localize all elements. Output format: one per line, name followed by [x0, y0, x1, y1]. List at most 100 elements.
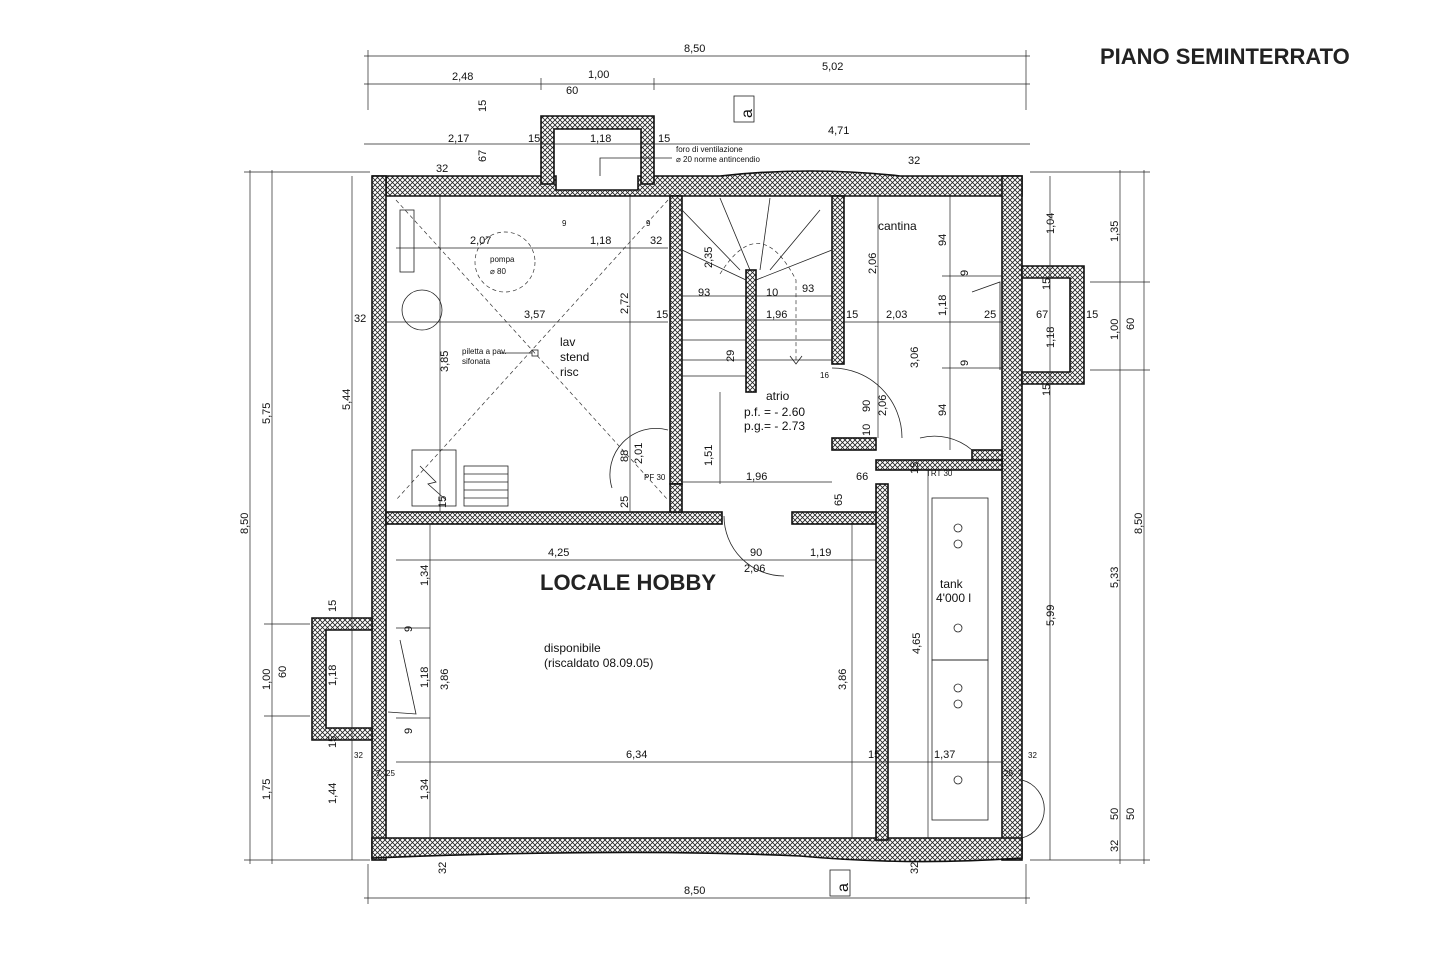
stairs-atrio: 2,35 93 10 93 1,96 29 15 16 atrio p.f. =…	[681, 197, 903, 577]
interior-walls	[385, 195, 1003, 841]
room-label-disponibile: disponibile	[544, 641, 601, 655]
dim-15d: 15	[656, 309, 668, 321]
tank-lower	[931, 659, 989, 821]
dimensions-right: 1,04 1,35 1,00 60 1,18 5,33 5,99 8,50 50…	[1030, 170, 1150, 864]
dim-386b: 3,86	[837, 669, 849, 690]
outer-walls	[311, 115, 1085, 863]
dim-left-144: 1,44	[327, 783, 339, 804]
dim-left-15b: 15	[327, 736, 339, 748]
dim-357: 3,57	[524, 309, 545, 321]
room-label-hobby: LOCALE HOBBY	[540, 570, 716, 595]
dim-25d: 25	[1004, 769, 1013, 778]
floor-level-pf: p.f. = - 2.60	[744, 405, 805, 419]
dim-196b: 1,96	[746, 471, 767, 483]
dim-9c: 9	[959, 270, 971, 276]
pompa-label: pompa	[490, 255, 515, 264]
dim-right-118: 1,18	[1045, 327, 1057, 348]
dim-right-32: 32	[1109, 840, 1121, 852]
dim-right-850: 8,50	[1133, 513, 1145, 534]
dim-15f: 15	[1041, 278, 1053, 290]
dim-right-135: 1,35	[1109, 221, 1121, 242]
dim-15-lav: 15	[437, 496, 449, 508]
floor-level-pg: p.g.= - 2.73	[744, 419, 805, 433]
dim-right-60: 60	[1125, 318, 1137, 330]
dim-203: 2,03	[886, 309, 907, 321]
dim-top-15c: 15	[658, 133, 670, 145]
dimensions-top: 8,50 2,48 1,00 60 5,02 2,17 15 1,18 15 4…	[364, 43, 1030, 176]
section-mark-bottom: a	[835, 883, 852, 892]
dim-118e: 1,18	[327, 665, 339, 686]
room-tank: tank 4'000 l 4,65 1,37 25 7 32	[911, 470, 1045, 839]
dim-left-15a: 15	[327, 600, 339, 612]
dim-left-575: 5,75	[261, 403, 273, 424]
dim-425: 4,25	[548, 547, 569, 559]
room-label-stend: stend	[560, 350, 589, 364]
dim-left-100: 1,00	[261, 669, 273, 690]
dim-right-599: 5,99	[1045, 605, 1057, 626]
dim-634: 6,34	[626, 749, 647, 761]
dim-top-60: 60	[566, 85, 578, 97]
dim-left-850: 8,50	[239, 513, 251, 534]
dim-272: 2,72	[619, 293, 631, 314]
dim-206c: 2,06	[744, 563, 765, 575]
room-label-atrio: atrio	[766, 389, 790, 403]
dim-right-100: 1,00	[1109, 319, 1121, 340]
section-mark-top: a	[739, 109, 756, 118]
dim-bottom-32b: 32	[909, 862, 921, 874]
dim-386a: 3,86	[439, 669, 451, 690]
dim-right-533: 5,33	[1109, 567, 1121, 588]
dim-left-544: 5,44	[341, 389, 353, 410]
dim-15e: 15	[846, 309, 858, 321]
dim-306: 3,06	[909, 347, 921, 368]
dim-385: 3,85	[439, 351, 451, 372]
dimensions-left: 5,75 8,50 5,44 1,00 60 1,75 1,44 32 15 1…	[239, 170, 370, 864]
boiler-circle	[401, 289, 443, 331]
dim-9e: 9	[403, 626, 415, 632]
dim-10a: 10	[766, 287, 778, 299]
dim-94b: 94	[937, 404, 949, 416]
dim-93a: 93	[698, 287, 710, 299]
dim-7a: 7	[376, 769, 381, 778]
dim-206b: 2,06	[877, 395, 889, 416]
dim-90a: 90	[861, 400, 873, 412]
dim-9f: 9	[403, 728, 415, 734]
dim-bottom-32a: 32	[437, 862, 449, 874]
door-pf30: PF 30	[644, 473, 666, 482]
room-laundry: pompa ⌀ 80 piletta a pav. sifonata lav s…	[386, 196, 669, 512]
dim-16: 16	[820, 371, 829, 380]
electrical-panel	[411, 449, 457, 507]
dim-88: 88	[619, 450, 631, 462]
dim-right-50b: 50	[1125, 808, 1137, 820]
room-label-lav: lav	[560, 335, 575, 349]
dim-right-50a: 50	[1109, 808, 1121, 820]
dim-65: 65	[833, 494, 845, 506]
room-hobby: LOCALE HOBBY disponibile (riscaldato 08.…	[354, 524, 1002, 838]
dim-118c: 1,18	[937, 295, 949, 316]
dim-top-15a: 15	[477, 100, 489, 112]
dim-206a: 2,06	[867, 253, 879, 274]
dim-top-15b: 15	[528, 133, 540, 145]
dim-left-32: 32	[354, 313, 366, 325]
dim-118b: 1,18	[590, 235, 611, 247]
dim-94a: 94	[937, 234, 949, 246]
dim-10b: 10	[861, 424, 873, 436]
dim-151: 1,51	[703, 445, 715, 466]
tank-label: tank	[940, 577, 964, 591]
plan-title: PIANO SEMINTERRATO	[1100, 44, 1350, 69]
dim-left-175: 1,75	[261, 779, 273, 800]
dim-66: 66	[856, 471, 868, 483]
pompa-diameter: ⌀ 80	[490, 267, 506, 276]
dim-25b: 25	[619, 496, 631, 508]
room-label-riscaldato: (riscaldato 08.09.05)	[544, 656, 653, 670]
dim-67b: 67	[1036, 309, 1048, 321]
dim-465: 4,65	[911, 633, 923, 654]
dim-134b: 1,34	[419, 779, 431, 800]
dim-25a: 25	[984, 309, 996, 321]
lightwell-dims: 1,18	[327, 665, 339, 686]
dim-top-32b: 32	[908, 155, 920, 167]
dim-top-248: 2,48	[452, 71, 473, 83]
dim-15i: 15	[868, 749, 880, 761]
dim-top-471: 4,71	[828, 125, 849, 137]
tank-capacity: 4'000 l	[936, 591, 971, 605]
